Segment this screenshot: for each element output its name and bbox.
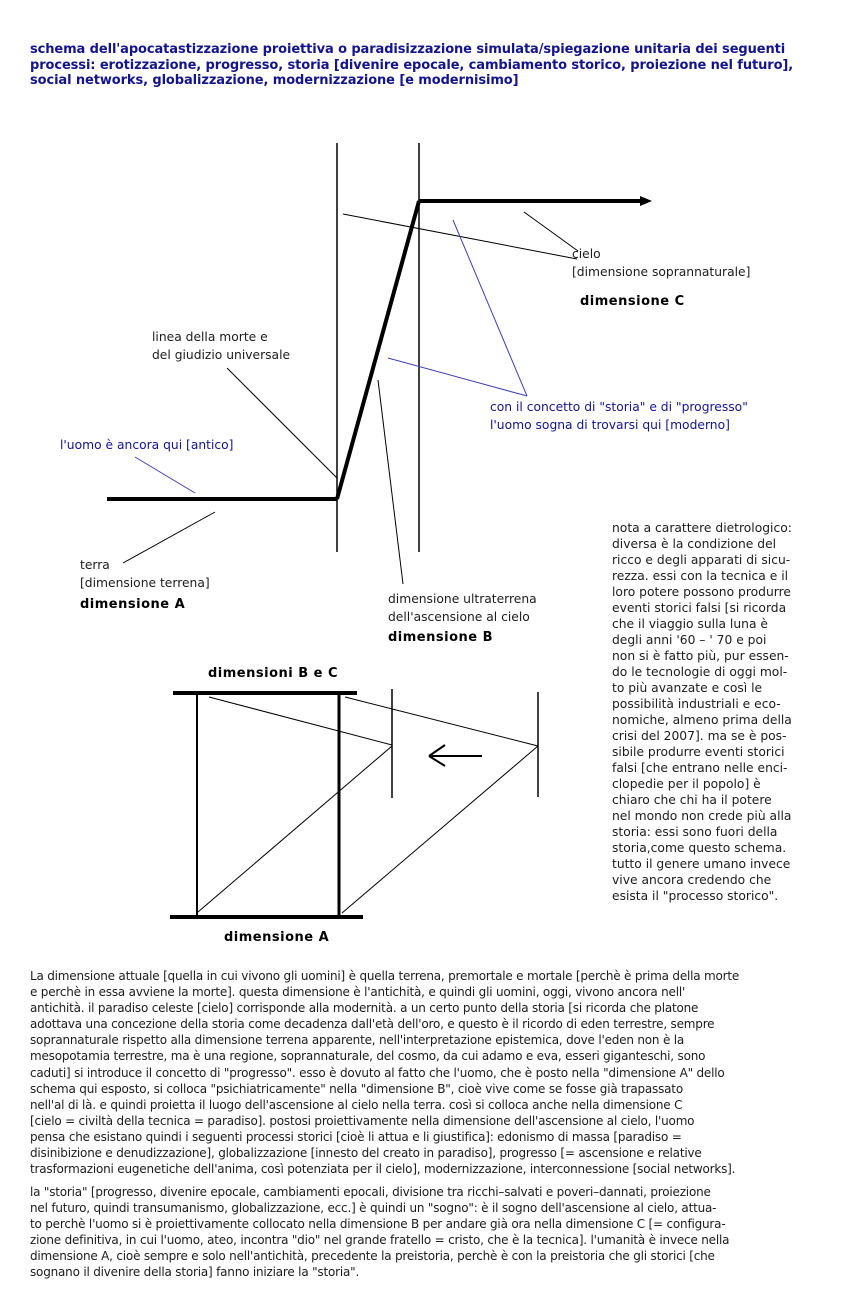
leader-ultraterrena xyxy=(377,379,404,585)
label-terra: terra [dimensione terrena] xyxy=(80,558,210,590)
ascension-diagonal-line xyxy=(335,200,421,500)
upper-diagram-blue-leaders xyxy=(134,219,528,494)
upper-diagram-lines xyxy=(107,143,652,585)
label-cielo: cielo [dimensione soprannaturale] xyxy=(572,247,751,279)
leader-linea-morte xyxy=(226,367,338,479)
label-linea-della-morte: linea della morte e del giudizio univers… xyxy=(152,330,291,362)
ghost-ascension-right xyxy=(341,745,539,914)
cielo-line-arrowhead xyxy=(640,196,652,206)
nota-dietrologica-text: nota a carattere dietrologico: diversa è… xyxy=(612,521,792,903)
label-concetto-storia-progresso: con il concetto di "storia" e di "progre… xyxy=(490,400,748,432)
left-arrow-icon xyxy=(428,744,482,767)
ghost-ascension-left xyxy=(197,745,393,913)
page-title: schema dell'apocatastizzazione proiettiv… xyxy=(30,42,794,88)
blue-leader-concetto-short xyxy=(387,357,528,397)
leader-terra xyxy=(122,511,216,564)
lower-diagram-lines xyxy=(170,689,539,919)
body-paragraph-1: La dimensione attuale [quella in cui viv… xyxy=(30,969,740,1177)
label-dimensione-a: dimensione A xyxy=(80,597,186,612)
blue-leader-concetto-long xyxy=(452,219,528,397)
label-lower-dimensione-a: dimensione A xyxy=(224,930,330,945)
label-dimensioni-b-e-c: dimensioni B e C xyxy=(208,666,339,681)
shift-diagonal-top-right xyxy=(344,696,539,747)
blue-leader-uomo-antico xyxy=(134,456,196,494)
label-dimensione-c: dimensione C xyxy=(580,294,685,309)
leader-cielo-short xyxy=(523,211,579,252)
label-uomo-antico: l'uomo è ancora qui [antico] xyxy=(60,438,234,452)
label-dimensione-ultraterrena: dimensione ultraterrena dell'ascensione … xyxy=(388,592,537,624)
label-dimensione-b: dimensione B xyxy=(388,630,494,645)
shift-diagonal-top-left xyxy=(208,696,393,746)
body-paragraph-2: la "storia" [progresso, divenire epocale… xyxy=(30,1185,730,1280)
